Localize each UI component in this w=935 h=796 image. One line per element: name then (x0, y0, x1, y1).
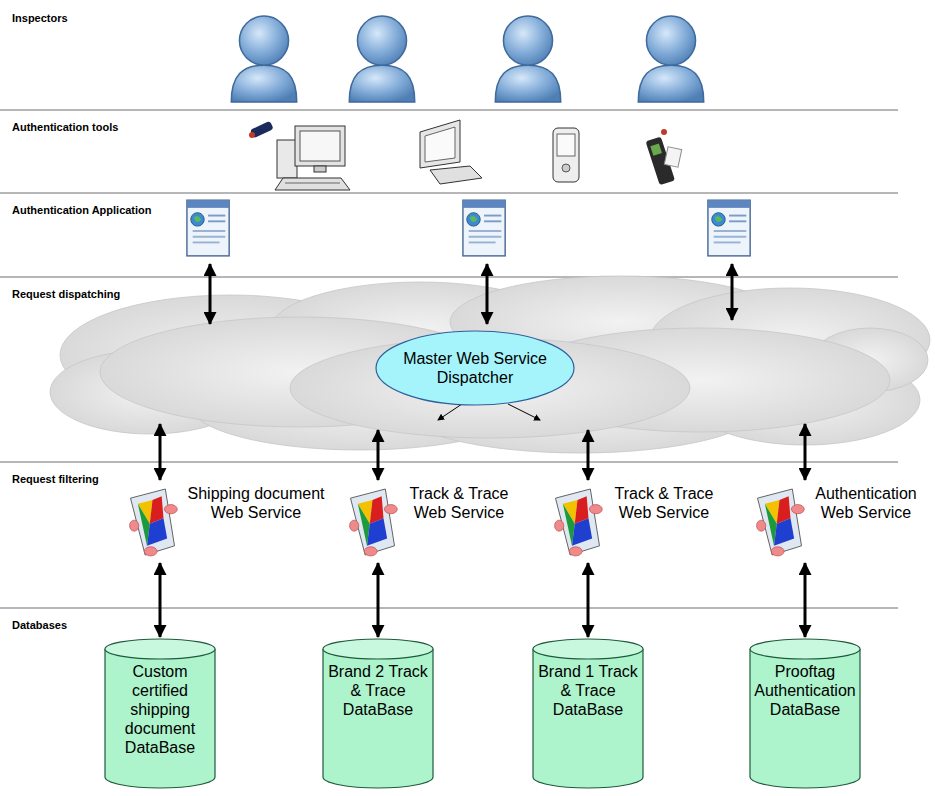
application-icons (187, 200, 750, 256)
connector-arrow (377, 563, 380, 637)
web-service: Authentication Web Service (752, 482, 927, 562)
node-text: Custom certified shipping document DataB… (107, 662, 213, 757)
node-text: Track & Trace Web Service (400, 484, 518, 522)
application-arrows (210, 264, 732, 324)
row-label: Databases (12, 619, 67, 631)
dispatcher-ellipse: Master Web Service Dispatcher (375, 330, 575, 406)
database-cylinder: Brand 1 Track & Trace DataBase (532, 638, 644, 788)
row-label: Inspectors (12, 12, 68, 24)
cloud-to-service-arrows (160, 424, 805, 480)
dispatch-arrows (438, 404, 540, 420)
inspector-icons (231, 16, 703, 102)
cloud (50, 276, 930, 453)
node-text: Track & Trace Web Service (605, 484, 723, 522)
connector-arrow (804, 563, 807, 637)
handheld-reader (646, 129, 682, 185)
node-text: Authentication Web Service (807, 484, 925, 522)
row-label: Authentication Application (12, 204, 152, 216)
node-text: Brand 2 Track & Trace DataBase (325, 662, 431, 719)
tool-icons (249, 120, 682, 190)
row-label: Request dispatching (12, 288, 120, 300)
row-label: Request filtering (12, 473, 99, 485)
row-label: Authentication tools (12, 121, 118, 133)
web-service: Track & Trace Web Service (345, 482, 520, 562)
database-cylinder: Prooftag Authentication DataBase (749, 638, 861, 788)
handheld-device (553, 128, 579, 182)
node-text: Master Web Service Dispatcher (395, 349, 555, 387)
web-service: Shipping document Web Service (125, 482, 335, 562)
database-cylinder: Custom certified shipping document DataB… (104, 638, 216, 788)
scanner-pc (249, 121, 350, 190)
node-text: Prooftag Authentication DataBase (752, 662, 858, 719)
dispatcher-ellipse-outline (375, 330, 575, 406)
node-text: Shipping document Web Service (180, 484, 332, 522)
node-text: Brand 1 Track & Trace DataBase (535, 662, 641, 719)
monitor (420, 120, 482, 184)
row-separators (0, 110, 898, 608)
connector-arrow (159, 563, 162, 637)
connector-arrow (587, 563, 590, 637)
database-cylinder: Brand 2 Track & Trace DataBase (322, 638, 434, 788)
web-service: Track & Trace Web Service (550, 482, 725, 562)
